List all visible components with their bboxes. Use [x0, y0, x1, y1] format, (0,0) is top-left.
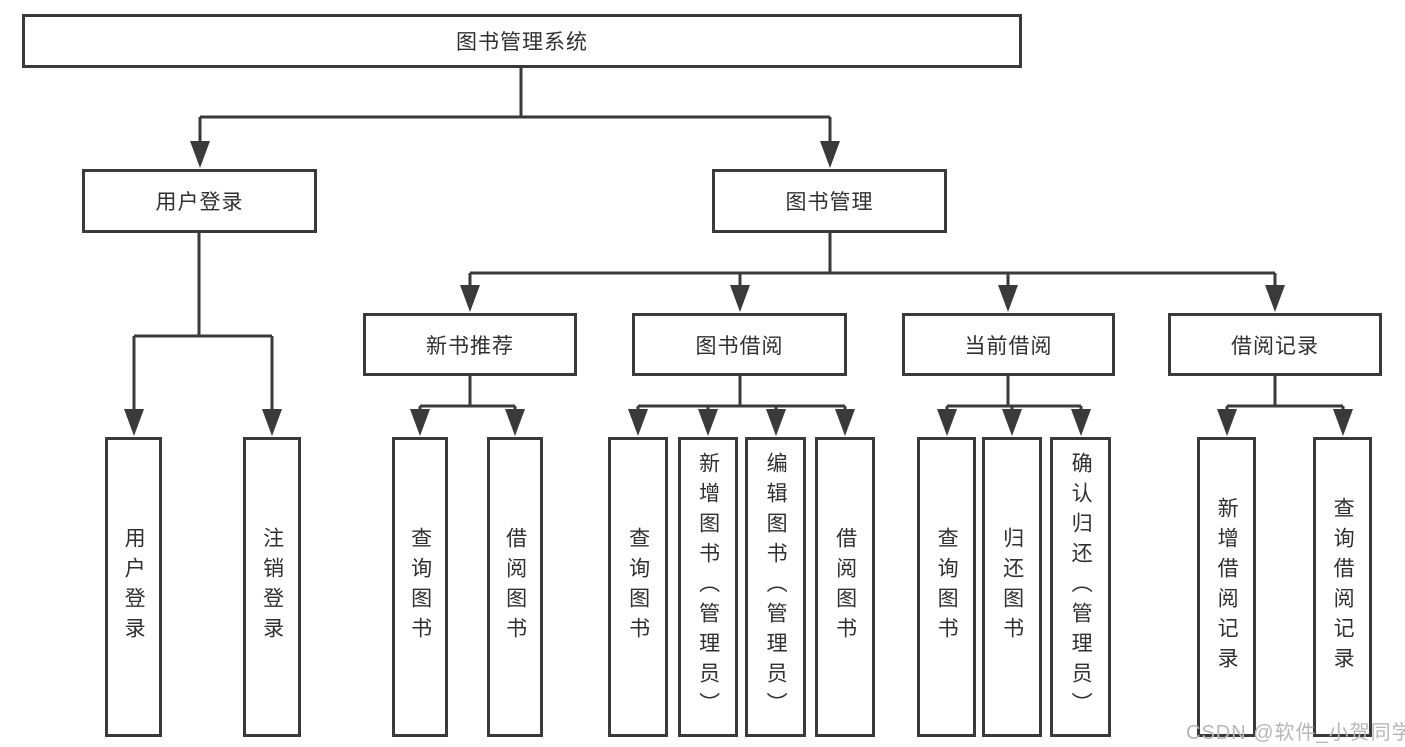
node-label: 新增图书（管理员）	[696, 452, 720, 722]
node-leaf-borrow-books-borrow: 借阅图书	[815, 437, 875, 737]
node-leaf-edit-book-admin: 编辑图书（管理员）	[745, 437, 806, 737]
node-module-current-borrow: 当前借阅	[902, 313, 1115, 376]
arrowhead-icon	[190, 141, 210, 168]
node-branch-user-login: 用户登录	[82, 169, 317, 233]
arrowhead-icon	[628, 409, 648, 436]
connector-book-management	[468, 232, 1277, 294]
connector-book-borrow	[636, 375, 847, 418]
node-root: 图书管理系统	[22, 14, 1022, 68]
node-leaf-add-book-admin: 新增图书（管理员）	[678, 437, 738, 737]
node-label: 查询图书	[408, 527, 432, 647]
node-label: 借阅图书	[503, 527, 527, 647]
connector-borrow-records	[1225, 375, 1345, 418]
arrowhead-icon	[410, 409, 430, 436]
node-label: 归还图书	[1000, 527, 1024, 647]
node-leaf-logout: 注销登录	[243, 437, 301, 737]
arrowhead-icon	[835, 409, 855, 436]
arrowhead-icon	[262, 409, 282, 436]
node-module-new-book-recommend: 新书推荐	[363, 313, 577, 376]
arrowhead-icon	[1333, 409, 1353, 436]
node-label: 新书推荐	[426, 334, 514, 358]
arrowhead-icon	[1265, 285, 1285, 312]
arrowhead-icon	[1002, 409, 1022, 436]
arrowheads	[124, 141, 1353, 436]
node-leaf-add-borrow-record: 新增借阅记录	[1197, 437, 1256, 737]
node-label: 确认归还（管理员）	[1069, 452, 1093, 722]
node-label: 用户登录	[155, 191, 244, 214]
node-module-book-borrow: 图书借阅	[632, 313, 847, 376]
connector-new-book-recommend	[418, 375, 517, 418]
node-label: 图书管理	[785, 191, 874, 214]
node-leaf-query-books-current: 查询图书	[917, 437, 976, 737]
node-leaf-user-login: 用户登录	[105, 437, 162, 737]
arrowhead-icon	[124, 409, 144, 436]
node-leaf-query-books-borrow: 查询图书	[608, 437, 668, 737]
node-label: 查询图书	[626, 527, 650, 647]
node-label: 注销登录	[260, 527, 284, 647]
node-label: 图书借阅	[695, 334, 784, 358]
node-leaf-borrow-books-recommend: 借阅图书	[487, 437, 543, 737]
watermark: CSDN @软件_小贺同学	[1186, 722, 1405, 744]
arrowhead-icon	[766, 409, 786, 436]
node-label: 编辑图书（管理员）	[764, 452, 788, 722]
node-leaf-confirm-return-admin: 确认归还（管理员）	[1050, 437, 1111, 737]
connector-root	[198, 68, 832, 150]
arrowhead-icon	[730, 285, 750, 312]
arrowhead-icon	[505, 409, 525, 436]
node-branch-book-management: 图书管理	[712, 169, 947, 233]
node-label: 借阅图书	[833, 527, 857, 647]
arrowhead-icon	[937, 409, 957, 436]
arrowhead-icon	[1071, 409, 1091, 436]
node-label: 图书管理系统	[456, 31, 588, 54]
node-label: 当前借阅	[964, 334, 1053, 358]
node-label: 查询借阅记录	[1331, 497, 1355, 677]
node-label: 查询图书	[935, 527, 959, 647]
connector-user-login	[132, 232, 274, 418]
arrowhead-icon	[820, 141, 840, 168]
node-module-borrow-records: 借阅记录	[1168, 313, 1382, 376]
node-label: 用户登录	[122, 527, 146, 647]
node-label: 新增借阅记录	[1215, 497, 1239, 677]
node-leaf-query-borrow-record: 查询借阅记录	[1313, 437, 1372, 737]
arrowhead-icon	[460, 285, 480, 312]
node-leaf-query-books-recommend: 查询图书	[392, 437, 448, 737]
arrowhead-icon	[998, 285, 1018, 312]
node-leaf-return-book: 归还图书	[982, 437, 1042, 737]
arrowhead-icon	[1217, 409, 1237, 436]
arrowhead-icon	[698, 409, 718, 436]
node-label: 借阅记录	[1231, 334, 1319, 358]
